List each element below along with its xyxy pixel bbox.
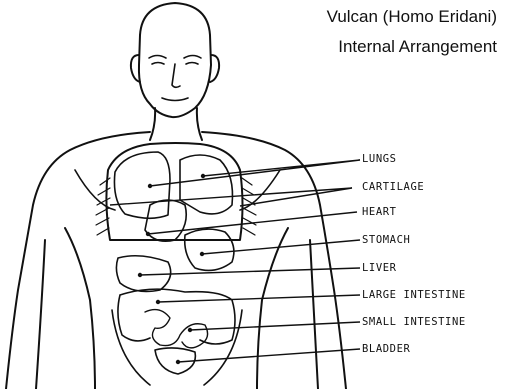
label-bladder: BLADDER (362, 343, 410, 355)
leader-large-intestine (158, 295, 360, 302)
face-features (149, 56, 201, 101)
ribcage (106, 143, 242, 240)
label-small-intestine: SMALL INTESTINE (362, 316, 466, 328)
title-line-2: Internal Arrangement (338, 37, 497, 57)
small-intestine-organ (145, 310, 208, 348)
large-intestine-organ (118, 289, 235, 344)
leader-small-intestine (190, 322, 360, 330)
title-line-1: Vulcan (Homo Eridani) (327, 7, 497, 27)
leader-lungs (150, 160, 360, 186)
label-cartilage: CARTILAGE (362, 181, 424, 193)
label-large-intestine: LARGE INTESTINE (362, 289, 466, 301)
right-arm-inner (310, 240, 318, 389)
leader-cartilage (110, 188, 352, 206)
label-liver: LIVER (362, 262, 397, 274)
right-torso-side (257, 228, 288, 389)
heart-organ (145, 200, 186, 241)
leader-liver (140, 268, 360, 275)
stomach-organ (185, 229, 234, 270)
left-arm-inner (36, 240, 45, 389)
leader-heart (148, 212, 357, 234)
label-lungs: LUNGS (362, 153, 397, 165)
left-shoulder-arm (6, 132, 150, 389)
right-lung (180, 155, 233, 214)
label-stomach: STOMACH (362, 234, 410, 246)
leader-bladder (178, 349, 360, 362)
label-heart: HEART (362, 206, 397, 218)
left-torso-side (65, 228, 95, 389)
